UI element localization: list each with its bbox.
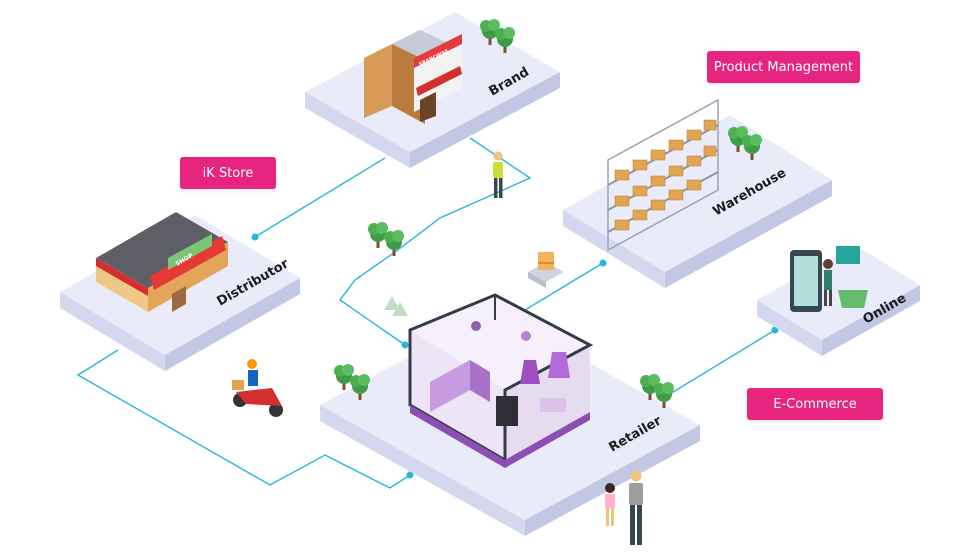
boutique-icon xyxy=(408,293,594,468)
shop-icon xyxy=(96,212,228,312)
connector-dots xyxy=(251,233,779,479)
shrub-icon xyxy=(384,296,408,316)
warehouse-shelves-icon xyxy=(607,98,719,252)
connector-lines xyxy=(76,137,776,489)
worker-icon xyxy=(493,151,503,198)
warehouse-platform xyxy=(563,115,832,288)
connector-warehouse-retailer xyxy=(524,262,604,311)
delivery-scooter-icon xyxy=(232,359,283,417)
building-icon xyxy=(364,30,462,124)
family-icon xyxy=(605,470,643,545)
connector-distributor-retailer xyxy=(76,349,411,489)
connector-distributor-brand xyxy=(254,157,386,238)
mobile-shop-icon xyxy=(790,246,868,312)
connector-online-retailer xyxy=(659,329,776,401)
product-management-tag[interactable]: Product Management xyxy=(707,51,860,83)
ik-store-tag[interactable]: iK Store xyxy=(180,157,276,189)
online-platform xyxy=(757,245,920,356)
parcel-icon xyxy=(528,252,564,288)
e-commerce-tag[interactable]: E-Commerce xyxy=(747,388,883,420)
